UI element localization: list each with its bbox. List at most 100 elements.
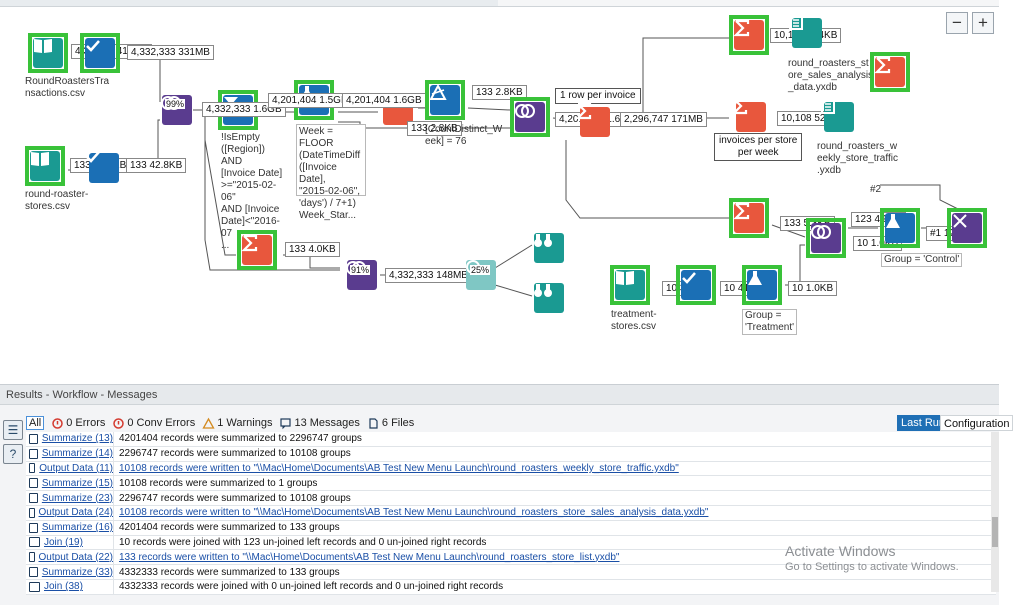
message-row[interactable]: Summarize (14) 2296747 records were summa…	[26, 446, 996, 462]
message-tool-cell: Summarize (13)	[26, 432, 114, 446]
summarize-tool-b[interactable]	[425, 80, 465, 120]
select-tool-1[interactable]	[80, 33, 120, 73]
message-row[interactable]: Join (38)4332333 records were joined wit…	[26, 579, 996, 595]
input-data-transactions-tool[interactable]	[28, 33, 68, 73]
message-row[interactable]: Summarize (16)4201404 records were summa…	[26, 520, 996, 536]
messages-scrollbar[interactable]	[991, 432, 999, 592]
browse-tool-1[interactable]	[533, 232, 565, 264]
message-tool-link[interactable]: Summarize (16)	[41, 522, 113, 534]
results-title: Results - Workflow - Messages	[0, 385, 999, 405]
filter-warnings[interactable]: 1 Warnings	[202, 417, 273, 429]
formula1-annotation: Week = FLOOR (DateTimeDiff ([Invoice Dat…	[296, 124, 366, 221]
message-icon	[29, 448, 38, 459]
join-tool-4[interactable]	[806, 218, 846, 258]
summarize-tool-right[interactable]	[870, 52, 910, 92]
summarize-tool-f[interactable]	[729, 198, 769, 238]
filter-warnings-label: 1 Warnings	[217, 417, 273, 429]
select-tool-2[interactable]	[84, 148, 124, 188]
join1-percent: 99%	[165, 99, 186, 109]
message-text[interactable]: 10108 records were written to "\\Mac\Hom…	[119, 462, 679, 474]
last-run-tab[interactable]: Last Run	[897, 415, 950, 431]
filter-annotation: !IsEmpty ([Region]) AND [Invoice Date] >…	[219, 131, 285, 251]
filter-files[interactable]: 6 Files	[368, 417, 414, 429]
list-view-icon[interactable]: ☰	[3, 420, 23, 440]
message-tool-cell: Join (38)	[26, 579, 114, 594]
output-store-sales-label: round_roasters_st ore_sales_analysis _da…	[788, 58, 874, 93]
message-row[interactable]: Output Data (24) 10108 records were writt…	[26, 505, 996, 521]
formula-control-tool[interactable]	[880, 208, 920, 248]
summarize-b-annotation: [CountDistinct_W eek] = 76	[425, 124, 503, 147]
message-text: 2296747 records were summarized to 10108…	[119, 492, 351, 504]
join-tool-3[interactable]	[345, 258, 379, 292]
formula-treatment-tool[interactable]	[742, 265, 782, 305]
summarize-weekly-tool[interactable]	[731, 97, 771, 137]
summarize-store-sales-tool[interactable]	[729, 15, 769, 55]
message-row[interactable]: Summarize (33)4332333 records were summa…	[26, 565, 996, 580]
sample-tool[interactable]	[464, 258, 498, 292]
message-tool-link[interactable]: Output Data (22)	[38, 551, 113, 563]
message-tool-link[interactable]: Summarize (23)	[41, 492, 113, 504]
union-tool[interactable]	[947, 208, 987, 248]
message-row[interactable]: Summarize (15)10108 records were summari…	[26, 476, 996, 492]
message-tool-link[interactable]: Summarize (33)	[41, 566, 113, 578]
workflow-canvas[interactable]: RoundRoastersTra nsactions.csv 4,332,33 …	[0, 0, 999, 378]
filter-messages[interactable]: 13 Messages	[280, 417, 360, 429]
message-row[interactable]: Join (19)10 records were joined with 123…	[26, 535, 996, 551]
input-data-stores-tool[interactable]	[25, 146, 65, 186]
input-data-treatment-tool[interactable]	[610, 265, 650, 305]
filter-errors[interactable]: 0 Errors	[52, 417, 105, 429]
message-text: 2296747 records were summarized to 10108…	[119, 448, 351, 460]
zoom-out-button[interactable]: −	[946, 12, 968, 34]
summarize-b-anchor: 133 2.8KB	[407, 121, 462, 136]
file-icon	[368, 417, 379, 429]
help-icon[interactable]: ?	[3, 444, 23, 464]
message-tool-link[interactable]: Summarize (15)	[41, 477, 113, 489]
configuration-tab[interactable]: Configuration	[940, 415, 1013, 431]
output-weekly-tool[interactable]	[819, 97, 859, 137]
message-tool-link[interactable]: Output Data (24)	[38, 507, 113, 519]
message-tool-link[interactable]: Join (19)	[44, 536, 83, 548]
message-text[interactable]: 10108 records were written to "\\Mac\Hom…	[119, 507, 709, 519]
message-icon	[29, 433, 38, 444]
binoculars-icon	[534, 233, 564, 263]
filter-conv-errors-label: 0 Conv Errors	[127, 417, 196, 429]
join3-anchor: 4,332,333 148MB	[385, 268, 472, 283]
invoices-per-store-comment: invoices per store per week	[714, 133, 803, 161]
scrollbar-thumb[interactable]	[992, 517, 998, 547]
message-tool-link[interactable]: Summarize (14)	[41, 448, 113, 460]
message-tool-cell: Output Data (22)	[26, 550, 114, 565]
book-icon	[33, 38, 63, 68]
filter-all-label: All	[29, 417, 42, 429]
select-tool-3[interactable]	[676, 265, 716, 305]
select-checkmark-icon	[681, 270, 711, 300]
message-row[interactable]: Output Data (11) 10108 records were writt…	[26, 461, 996, 477]
message-tool-link[interactable]: Join (38)	[44, 581, 83, 593]
output-document-icon	[789, 14, 822, 48]
book-icon	[615, 270, 645, 300]
formula1-anchor: 4,201,404 1.5GB	[268, 93, 352, 108]
summarize-tool-d[interactable]	[575, 102, 615, 142]
formula-flask-icon	[747, 270, 777, 300]
message-text[interactable]: 133 records were written to "\\Mac\Home\…	[119, 551, 620, 563]
filter-all[interactable]: All	[26, 416, 45, 430]
browse-tool-2[interactable]	[533, 282, 565, 314]
zoom-in-button[interactable]: +	[972, 12, 994, 34]
input-stores-label: round-roaster- stores.csv	[25, 189, 89, 212]
messages-list: Summarize (13)4201404 records were summa…	[26, 432, 996, 595]
message-tool-cell: Output Data (11)	[26, 461, 114, 476]
message-tool-cell: Summarize (16)	[26, 520, 114, 535]
filter-conv-errors[interactable]: 0 Conv Errors	[113, 417, 195, 429]
message-tool-link[interactable]: Summarize (13)	[41, 433, 113, 445]
summarize-tool-e[interactable]	[237, 230, 277, 270]
message-row[interactable]: Summarize (13)4201404 records were summa…	[26, 432, 996, 447]
message-row[interactable]: Output Data (22) 133 records were written…	[26, 550, 996, 566]
join-tool-2[interactable]	[510, 97, 550, 137]
tab-strip-right	[498, 0, 999, 7]
message-tool-cell: Summarize (33)	[26, 565, 114, 579]
container-tag: #2	[870, 184, 882, 195]
watermark-subtitle: Go to Settings to activate Windows.	[785, 561, 959, 573]
message-icon	[29, 581, 40, 592]
output-store-sales-tool[interactable]	[787, 13, 827, 53]
message-tool-link[interactable]: Output Data (11)	[39, 462, 113, 474]
message-row[interactable]: Summarize (23) 2296747 records were summa…	[26, 491, 996, 506]
